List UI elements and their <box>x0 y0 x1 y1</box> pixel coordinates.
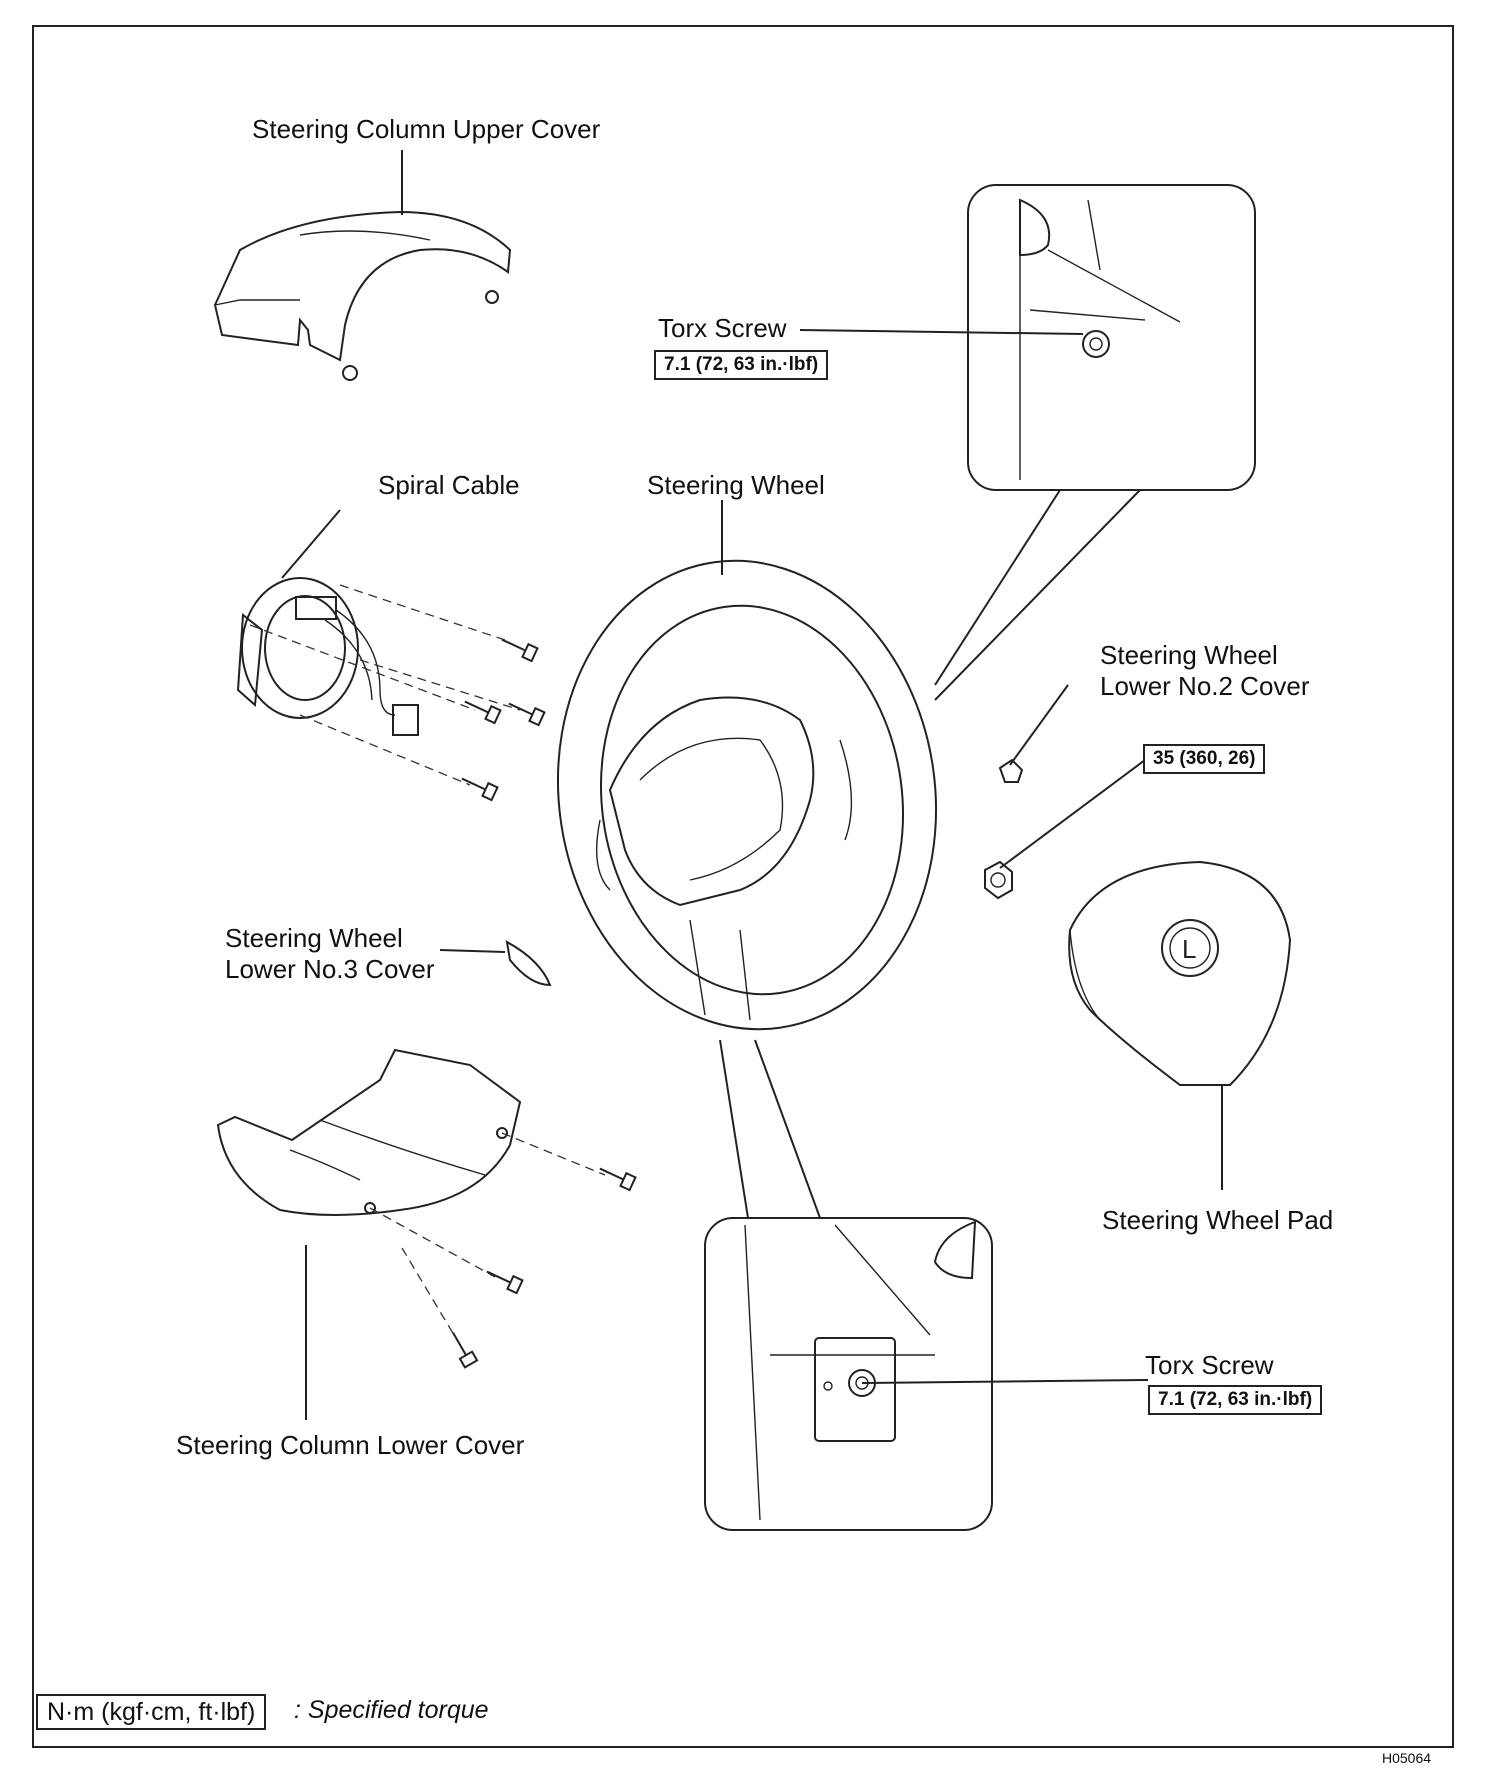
torque-nut: 35 (360, 26) <box>1143 744 1266 774</box>
spiral-cable-screws <box>461 638 546 802</box>
label-wheel-pad: Steering Wheel Pad <box>1102 1205 1334 1235</box>
lower-no3-cover-part <box>439 940 552 987</box>
label-lower-no3-cover-line2: Lower No.3 Cover <box>225 954 435 984</box>
label-torx-screw-bottom: Torx Screw <box>1145 1350 1274 1380</box>
label-spiral-cable: Spiral Cable <box>378 470 520 500</box>
label-upper-cover: Steering Column Upper Cover <box>252 114 601 144</box>
figure-id: H05064 <box>1382 1750 1432 1766</box>
steering-wheel-pad-part: L <box>1068 860 1292 1190</box>
label-lower-no3-cover-line1: Steering Wheel <box>225 923 403 953</box>
svg-text:L: L <box>1182 934 1196 964</box>
torque-torx-top: 7.1 (72, 63 in.·lbf) <box>654 350 829 380</box>
torque-legend-text: : Specified torque <box>294 1696 489 1724</box>
label-lower-cover: Steering Column Lower Cover <box>176 1430 525 1460</box>
label-lower-no2-cover-line2: Lower No.2 Cover <box>1100 671 1310 701</box>
diagram-frame <box>32 25 1454 1748</box>
label-steering-wheel: Steering Wheel <box>647 470 825 500</box>
lower-no2-cover-and-nut <box>984 684 1146 900</box>
top-detail-inset <box>799 184 1256 701</box>
spiral-cable-part <box>236 509 521 786</box>
label-torx-screw-top: Torx Screw <box>658 313 787 343</box>
lower-cover-part <box>216 1048 637 1420</box>
label-lower-no2-cover-line1: Steering Wheel <box>1100 640 1278 670</box>
steering-wheel-part <box>556 500 938 1031</box>
torque-torx-bottom: 7.1 (72, 63 in.·lbf) <box>1148 1385 1323 1415</box>
torque-legend-box: N·m (kgf·cm, ft·lbf) <box>36 1694 267 1730</box>
bottom-detail-inset <box>704 1039 1149 1531</box>
upper-cover-part <box>213 150 512 381</box>
